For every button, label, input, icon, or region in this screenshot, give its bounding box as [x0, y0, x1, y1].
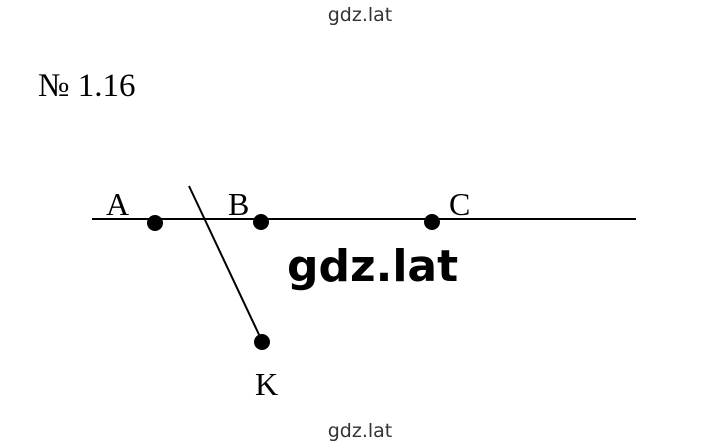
label-b: B [228, 186, 249, 222]
problem-number: № 1.16 [38, 68, 136, 104]
label-c: C [449, 186, 470, 222]
segment-to-k [188, 185, 263, 342]
watermark-top: gdz.lat [327, 4, 393, 26]
point-c [424, 214, 440, 230]
label-k: K [255, 366, 278, 402]
point-a [147, 215, 163, 231]
watermark-bottom: gdz.lat [327, 420, 393, 442]
watermark-center: gdz.lat [287, 241, 458, 292]
point-k [254, 334, 270, 350]
point-b [253, 214, 269, 230]
label-a: A [106, 186, 129, 222]
